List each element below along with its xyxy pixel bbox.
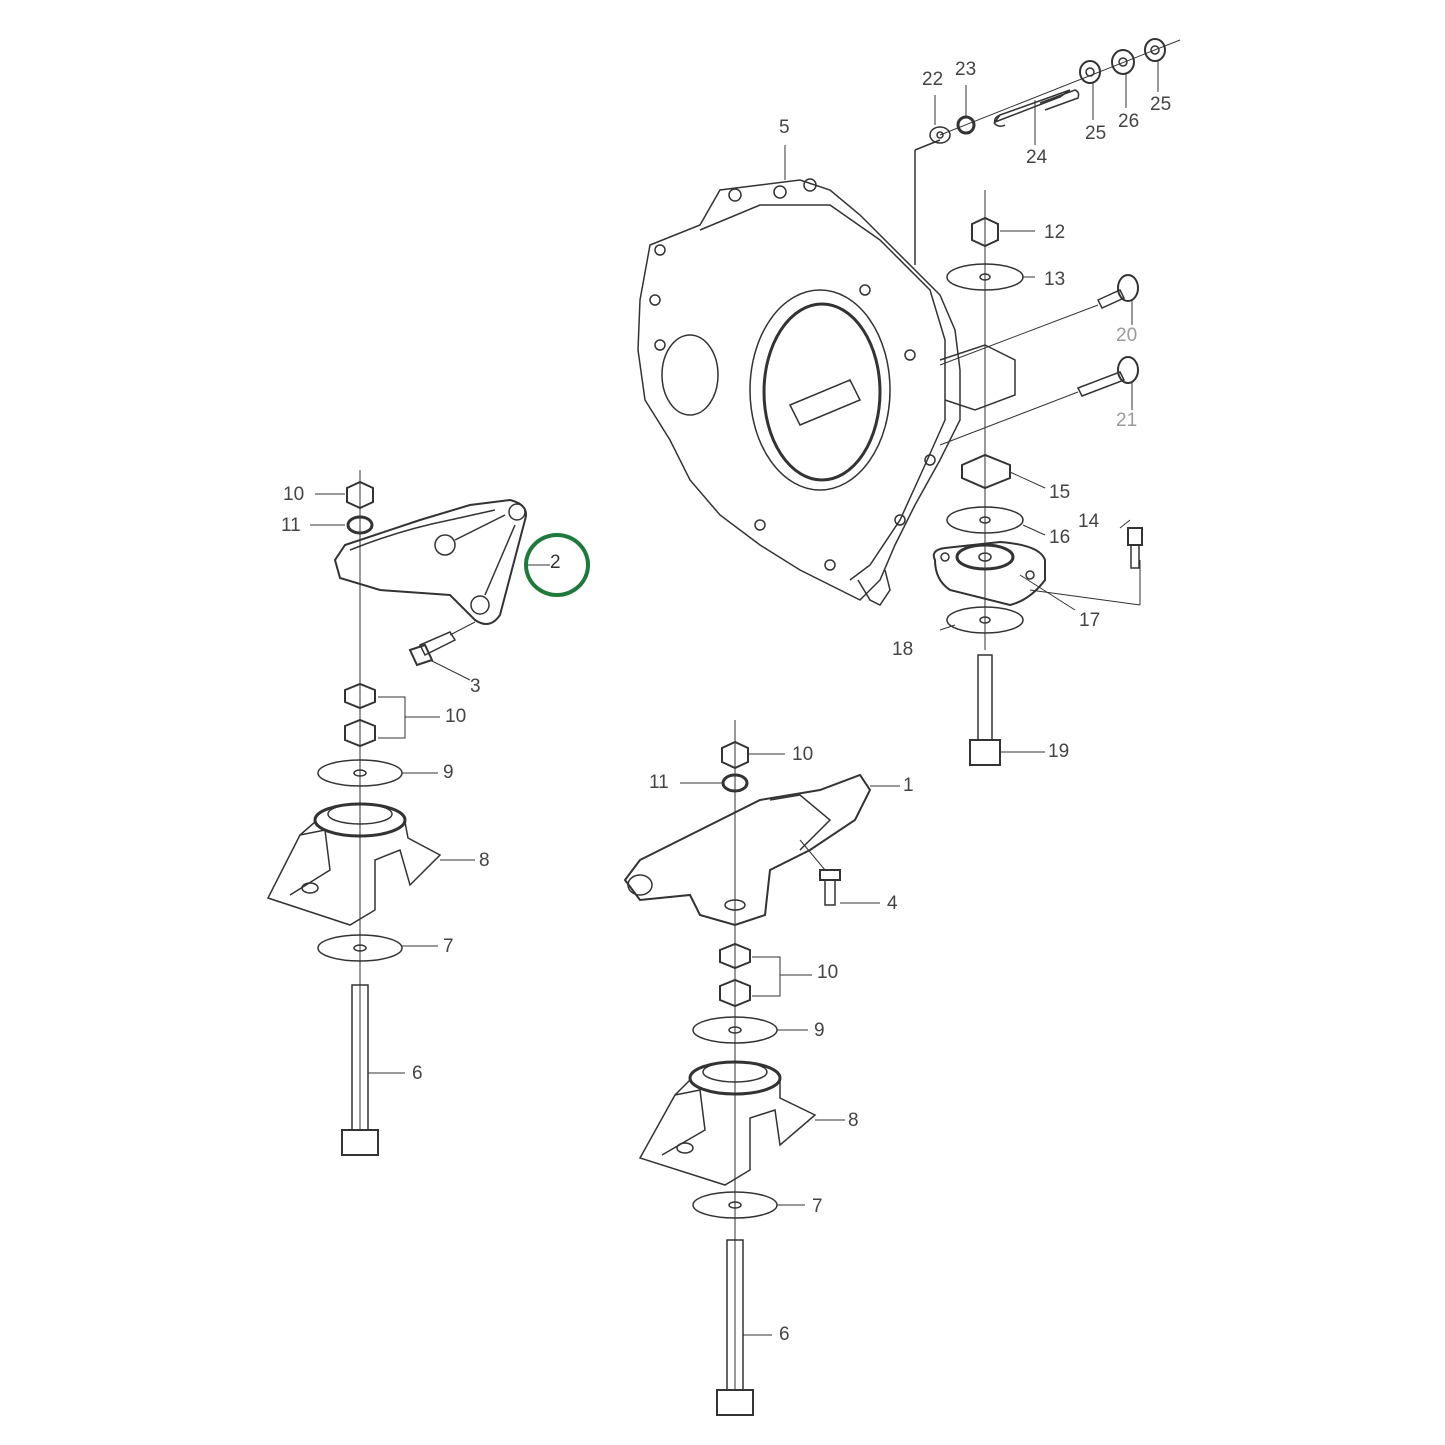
callout-label-9: 9 [443,762,454,783]
callout-label-7: 7 [443,936,454,957]
center-mount [623,720,900,1416]
left-mount [266,470,550,1156]
callout-label-10: 10 [445,706,467,727]
callout-label-26: 26 [1118,111,1140,132]
highlight-ring-part-2[interactable] [524,533,590,597]
callout-label-15: 15 [1049,482,1071,503]
callout-label-2: 2 [550,552,561,573]
callout-label-10: 10 [283,484,305,505]
callout-label-19: 19 [1048,741,1070,762]
callout-label-6: 6 [412,1063,423,1084]
callout-label-8: 8 [479,850,490,871]
flywheel-housing [637,145,1016,606]
callout-label-5: 5 [779,117,790,138]
callout-label-6: 6 [779,1324,790,1345]
callout-label-8: 8 [848,1110,859,1131]
callout-label-11: 11 [281,515,301,536]
callout-label-13: 13 [1044,269,1066,290]
callout-label-25: 25 [1150,94,1172,115]
callout-label-7: 7 [812,1196,823,1217]
callout-label-25: 25 [1085,123,1107,144]
right-mount [932,190,1143,766]
callout-label-23: 23 [955,59,977,80]
stud-assembly [914,38,1181,265]
callout-label-11: 11 [649,772,669,793]
callout-label-10: 10 [817,962,839,983]
callout-label-4: 4 [887,893,898,914]
callout-label-17: 17 [1079,610,1101,631]
callout-label-22: 22 [922,69,944,90]
callout-label-1: 1 [903,775,914,796]
callout-label-21: 21 [1116,410,1138,431]
callout-label-18: 18 [892,639,914,660]
callout-label-24: 24 [1026,147,1048,168]
callout-label-12: 12 [1044,222,1066,243]
callout-label-3: 3 [470,676,481,697]
callout-label-9: 9 [814,1020,825,1041]
callout-label-20: 20 [1116,325,1138,346]
callout-label-16: 16 [1049,527,1071,548]
callout-label-14: 14 [1078,511,1100,532]
callout-label-10: 10 [792,744,814,765]
